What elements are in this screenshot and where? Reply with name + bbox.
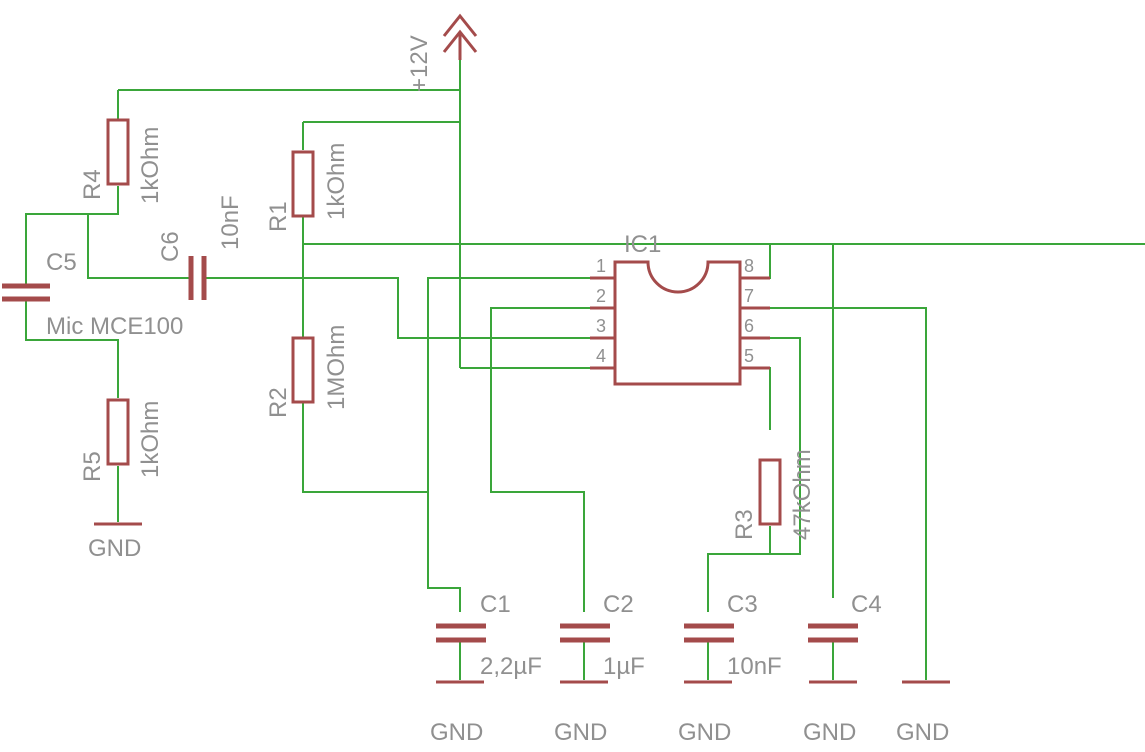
resistor-value: 1kOhm	[137, 401, 164, 478]
ic-pin-label: 2	[596, 286, 606, 306]
ground-pin7: GND	[896, 680, 950, 746]
ic-pin-label: 5	[744, 346, 754, 366]
resistor-body	[291, 150, 315, 218]
ground-c4: GND	[803, 680, 857, 746]
resistor-r5: R5 1kOhm	[79, 398, 164, 482]
ic-pin-label: 7	[744, 286, 754, 306]
capacitor-value: 1µF	[603, 653, 645, 680]
capacitor-c6: C6 10nF	[157, 195, 244, 300]
ic-pin-label: 4	[596, 346, 606, 366]
resistor-r1: R1 1kOhm	[265, 143, 350, 232]
capacitor-name: C6	[157, 231, 184, 262]
resistor-name: R1	[265, 201, 292, 232]
resistor-value: 1MOhm	[323, 325, 350, 410]
resistor-value: 1kOhm	[323, 143, 350, 220]
resistor-r3: R3 47kOhm	[731, 449, 816, 540]
ic-pin-label: 6	[744, 316, 754, 336]
capacitor-value: 2,2µF	[480, 653, 542, 680]
capacitor-c4: C4	[808, 591, 882, 643]
capacitor-name: C5	[46, 249, 77, 276]
resistor-value: 47kOhm	[789, 449, 816, 540]
wire-r2-bottom	[302, 403, 428, 493]
ground-label: GND	[430, 719, 483, 746]
ic-body	[613, 260, 742, 386]
wire-pin2	[490, 307, 590, 612]
wire-c5-bottom	[25, 300, 119, 398]
ground-label: GND	[896, 719, 949, 746]
resistor-body	[106, 398, 130, 466]
capacitor-name: C2	[603, 591, 634, 618]
capacitor-c2: C2 1µF	[560, 591, 645, 680]
capacitor-name: C1	[480, 591, 511, 618]
wire-c6-right	[204, 277, 590, 339]
resistor-r2: R2 1MOhm	[265, 325, 350, 418]
ic-pin-label: 1	[596, 256, 606, 276]
resistor-r4: R4 1kOhm	[79, 118, 164, 204]
capacitor-c3: C3 10nF	[684, 591, 782, 680]
wire-pin5	[740, 367, 771, 430]
ground-label: GND	[88, 535, 141, 562]
resistor-body	[291, 336, 315, 404]
wire-pin7	[740, 307, 927, 680]
ic-ic1: IC1 1 2 3 4 5 6 7 8	[590, 231, 770, 386]
supply-arrow-icon	[442, 13, 478, 37]
ground-label: GND	[678, 719, 731, 746]
resistor-body	[106, 118, 130, 186]
supply-label: +12V	[406, 35, 433, 92]
resistor-name: R3	[731, 509, 758, 540]
ic-name: IC1	[624, 231, 661, 258]
resistor-body	[758, 458, 782, 526]
ic-pin-label: 8	[744, 256, 754, 276]
capacitor-value: 10nF	[727, 653, 782, 680]
capacitor-value: 10nF	[217, 195, 244, 250]
supply-symbol: +12V	[406, 13, 478, 92]
ic-pin-label: 3	[596, 316, 606, 336]
ground-c2: GND	[554, 680, 608, 746]
ground-r5: GND	[88, 522, 142, 562]
capacitor-name: C4	[851, 591, 882, 618]
resistor-name: R5	[79, 451, 106, 482]
capacitor-name: C3	[727, 591, 758, 618]
wire-r4-bottom	[25, 186, 119, 285]
ground-label: GND	[803, 719, 856, 746]
wire-r3-bottom	[707, 526, 771, 612]
resistor-name: R2	[265, 387, 292, 418]
capacitor-c1: C1 2,2µF	[436, 591, 542, 680]
wire-pin1	[427, 277, 590, 612]
wires	[25, 40, 1145, 680]
capacitor-value: Mic MCE100	[46, 313, 183, 340]
resistor-name: R4	[79, 169, 106, 200]
capacitor-c5: C5 Mic MCE100	[2, 249, 183, 340]
ground-c3: GND	[678, 680, 732, 746]
wire-c6-left	[87, 214, 190, 279]
resistor-value: 1kOhm	[137, 127, 164, 204]
ground-c1: GND	[430, 680, 484, 746]
ground-label: GND	[554, 719, 607, 746]
